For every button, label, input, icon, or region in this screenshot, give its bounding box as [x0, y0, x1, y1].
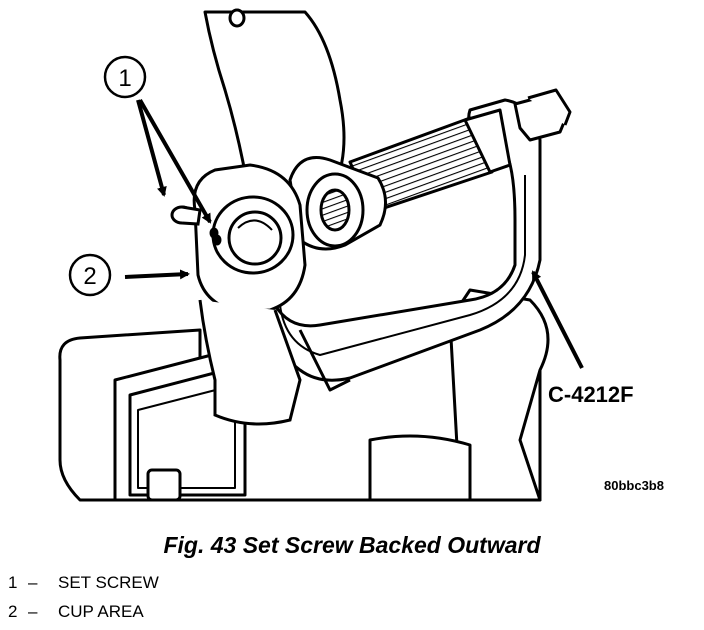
- ball-joint-eye: [192, 163, 307, 426]
- legend-number: 1: [8, 573, 18, 592]
- receiver-cup: [288, 156, 387, 251]
- callout-2: 2: [68, 253, 190, 297]
- legend-item: 2– CUP AREA: [8, 602, 144, 622]
- tool-callout: C-4212F: [531, 270, 634, 407]
- image-code: 80bbc3b8: [604, 478, 664, 493]
- illustration: 1 2 C-4212F 80bbc3b8: [58, 8, 664, 502]
- legend-dash: –: [28, 602, 38, 621]
- svg-text:1: 1: [118, 65, 131, 92]
- figure-caption: Fig. 43 Set Screw Backed Outward: [163, 532, 541, 558]
- vise-jaw: [368, 288, 550, 502]
- svg-text:2: 2: [83, 263, 96, 290]
- legend-number: 2: [8, 602, 18, 621]
- callout-1: 1: [103, 55, 212, 224]
- legend-dash: –: [28, 573, 38, 592]
- legend-text: CUP AREA: [58, 602, 144, 621]
- tool-c-frame: [255, 98, 542, 392]
- tool-label: C-4212F: [548, 382, 634, 407]
- set-screw: [170, 205, 222, 246]
- legend-item: 1– SET SCREW: [8, 573, 159, 593]
- legend-text: SET SCREW: [58, 573, 159, 592]
